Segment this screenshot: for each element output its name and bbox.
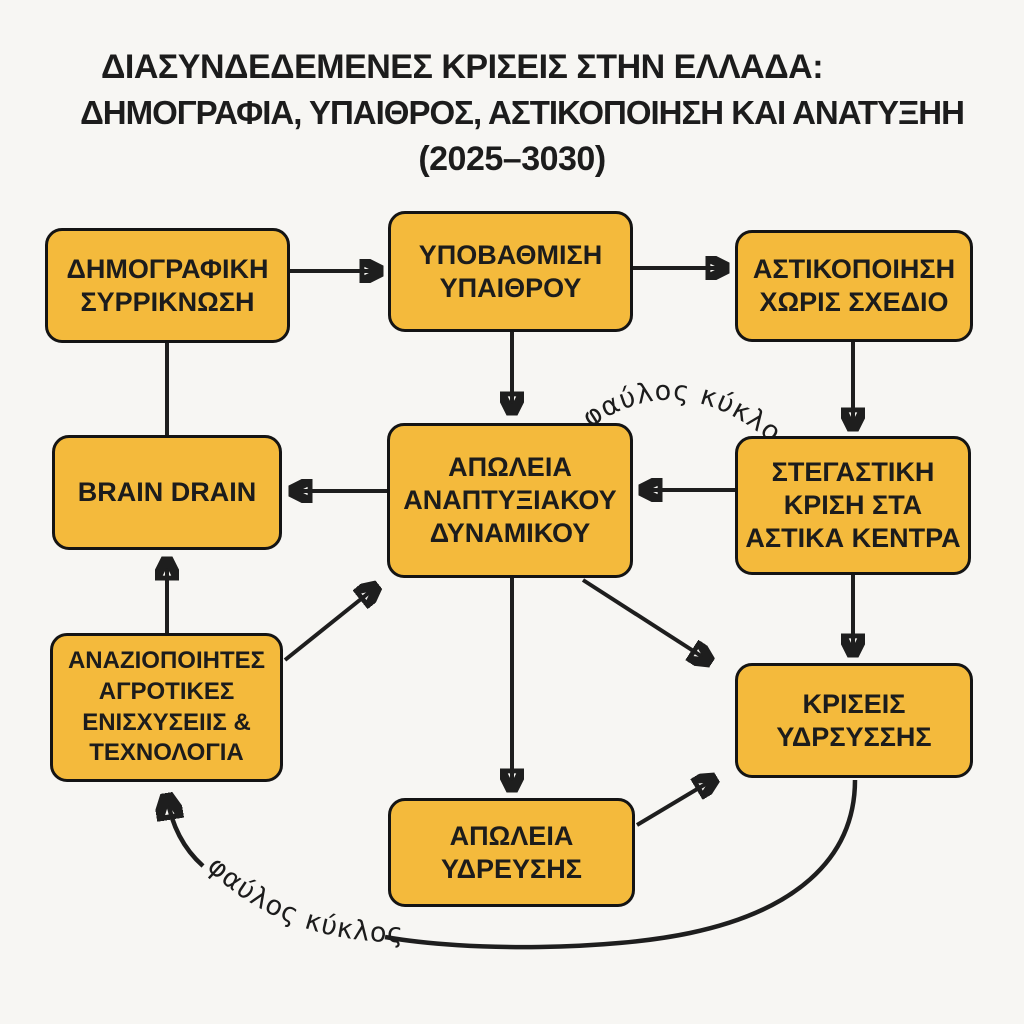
node-water-supply-loss: ΑΠΩΛΕΙΑ ΥΔΡΕΥΣΗΣ (388, 798, 635, 907)
node-untapped-agri-support: ΑΝΑΖΙΟΠΟΙΗΤΕΣ ΑΓΡΟΤΙΚΕΣ ΕΝΙΣΧΥΣΕΙΙΣ & ΤΕ… (50, 633, 283, 782)
title-line-2: ΔΗΜΟΓΡΑΦΙΑ, ΥΠΑΙΘΡΟΣ, ΑΣΤΙΚΟΠΟΙΗΣΗ ΚΑΙ Α… (80, 94, 965, 131)
title-line-3: (2025–3030) (418, 140, 606, 178)
node-rural-degradation: ΥΠΟΒΑΘΜΙΣΗ ΥΠΑΙΘΡΟΥ (388, 211, 633, 332)
vicious-circle-arc (384, 779, 858, 950)
node-housing-crisis: ΣΤΕΓΑΣΤΙΚΗ ΚΡΙΣΗ ΣΤΑ ΑΣΤΙΚΑ ΚΕΝΤΡΑ (735, 436, 971, 575)
node-label: ΔΗΜΟΓΡΑΦΙΚΗ ΣΥΡΡΙΚΝΩΣΗ (66, 253, 269, 317)
node-label: ΑΝΑΖΙΟΠΟΙΗΤΕΣ ΑΓΡΟΤΙΚΕΣ ΕΝΙΣΧΥΣΕΙΙΣ & ΤΕ… (67, 647, 266, 767)
arrow-agri-support-to-development-loss (283, 587, 376, 662)
node-development-potential-loss: ΑΠΩΛΕΙΑ ΑΝΑΠΤΥΞΙΑΚΟΥ ΔΥΝΑΜΙΚΟΥ (387, 423, 633, 578)
node-demographic-shrinkage: ΔΗΜΟΓΡΑΦΙΚΗ ΣΥΡΡΙΚΝΩΣΗ (45, 228, 290, 343)
node-water-crises: ΚΡΙΣΕΙΣ ΥΔΡΣΥΣΣΗΣ (735, 663, 973, 778)
title-line-1: ΔΙΑΣΥΝΔΕΔΕΜΕΝΕΣ ΚΡΙΣΕΙΣ ΣΤΗΝ ΕΛΛΑΔΑ: (100, 48, 824, 86)
diagram-title: ΔΙΑΣΥΝΔΕΔΕΜΕΝΕΣ ΚΡΙΣΕΙΣ ΣΤΗΝ ΕΛΛΑΔΑ: ΔΗΜ… (0, 44, 1024, 182)
node-label: ΑΠΩΛΕΙΑ ΥΔΡΕΥΣΗΣ (441, 820, 582, 884)
node-brain-drain: BRAIN DRAIN (52, 435, 282, 550)
vicious-circle-arc-end (167, 797, 205, 868)
node-label: ΑΠΩΛΕΙΑ ΑΝΑΠΤΥΞΙΑΚΟΥ ΔΥΝΑΜΙΚΟΥ (403, 452, 617, 548)
arrow-water-loss-to-water-crises (635, 779, 714, 827)
vicious-circle-label-bottom: φαύλος κύκλος (201, 850, 404, 949)
node-label: BRAIN DRAIN (77, 477, 257, 508)
node-label: ΑΣΤΙΚΟΠΟΙΗΣΗ ΧΩΡΙΣ ΣΧΕΔΙΟ (752, 254, 956, 317)
node-label: ΚΡΙΣΕΙΣ ΥΔΡΣΥΣΣΗΣ (776, 688, 932, 752)
node-unplanned-urbanization: ΑΣΤΙΚΟΠΟΙΗΣΗ ΧΩΡΙΣ ΣΧΕΔΙΟ (735, 230, 973, 342)
node-label: ΣΤΕΓΑΣΤΙΚΗ ΚΡΙΣΗ ΣΤΑ ΑΣΤΙΚΑ ΚΕΝΤΡΑ (745, 457, 961, 553)
arrow-development-loss-to-water-crises (581, 578, 709, 661)
node-label: ΥΠΟΒΑΘΜΙΣΗ ΥΠΑΙΘΡΟΥ (418, 239, 603, 303)
